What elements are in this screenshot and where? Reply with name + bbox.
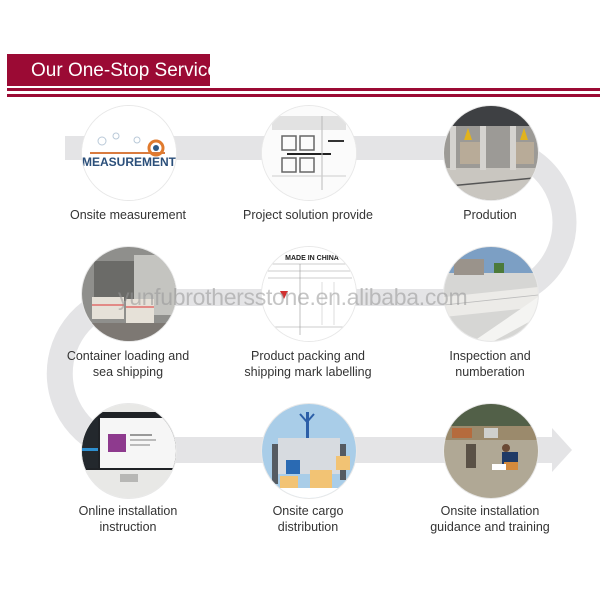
step-image-cargo-distribution (261, 403, 357, 499)
caption-line: Prodution (463, 208, 517, 222)
caption-line: Product packing and (251, 349, 365, 363)
header-divider-top (7, 88, 600, 91)
caption-line: Online installation (78, 504, 178, 518)
step-caption-production: Prodution (400, 207, 580, 223)
caption-line: Onsite installation (440, 504, 540, 518)
step-image-inspection (443, 246, 539, 342)
section-title: Our One-Stop Services (31, 60, 228, 81)
step-caption-inspection: Inspection and numberation (400, 348, 580, 380)
step-image-measurement: MEASUREMENT (81, 105, 177, 201)
caption-line: Onsite measurement (69, 208, 187, 222)
caption-line: Inspection and (449, 349, 531, 363)
step-image-production (443, 105, 539, 201)
header-divider-bottom (7, 94, 600, 97)
caption-line: guidance and training (430, 520, 550, 534)
measurement-image-label: MEASUREMENT (82, 155, 176, 169)
step-image-online-instruction (81, 403, 177, 499)
step-caption-installation-guidance: Onsite installation guidance and trainin… (400, 503, 580, 535)
caption-line: sea shipping (92, 365, 164, 379)
caption-line: numberation (455, 365, 525, 379)
caption-line: distribution (277, 520, 339, 534)
step-caption-online-instruction: Online installation instruction (38, 503, 218, 535)
caption-line: Onsite cargo (272, 504, 344, 518)
step-caption-project-solution: Project solution provide (218, 207, 398, 223)
section-header-banner (7, 54, 210, 86)
step-caption-packing: Product packing and shipping mark labell… (218, 348, 398, 380)
step-image-packing: MADE IN CHINA (261, 246, 357, 342)
step-image-project-solution (261, 105, 357, 201)
step-image-container (81, 246, 177, 342)
caption-line: Container loading and (66, 349, 190, 363)
caption-line: instruction (99, 520, 157, 534)
watermark-text: yunfubrothersstone.en.alibaba.com (118, 284, 468, 310)
caption-line: shipping mark labelling (244, 365, 372, 379)
packing-image-label: MADE IN CHINA (285, 255, 339, 262)
caption-line: Project solution provide (243, 208, 373, 222)
flow-arrowhead (552, 428, 572, 472)
step-caption-cargo-distribution: Onsite cargo distribution (218, 503, 398, 535)
step-caption-measurement: Onsite measurement (38, 207, 218, 223)
step-caption-container: Container loading and sea shipping (38, 348, 218, 380)
step-image-installation-guidance (443, 403, 539, 499)
